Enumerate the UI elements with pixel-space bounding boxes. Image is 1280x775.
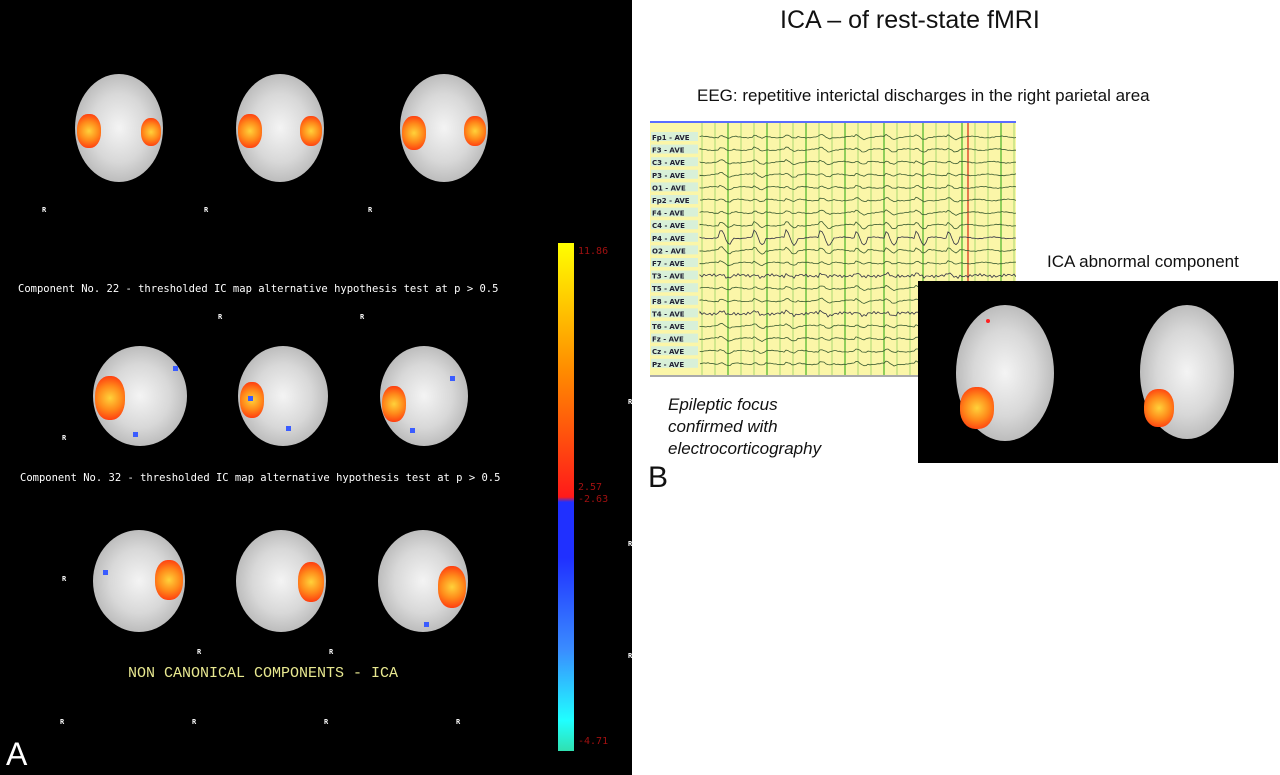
colorbar-min-label: -4.71 — [578, 736, 609, 747]
channel-label-bg — [651, 283, 698, 293]
brain-slice — [75, 74, 163, 182]
colorbar — [558, 243, 574, 751]
brain-slice — [1140, 305, 1234, 439]
channel-label: Cz - AVE — [652, 348, 684, 356]
channel-label-bg — [651, 169, 698, 179]
channel-label: T5 - AVE — [652, 285, 685, 293]
channel-label-bg — [651, 321, 698, 330]
r-marker: R — [329, 648, 334, 656]
channel-label-bg — [651, 295, 698, 305]
eeg-trace — [699, 260, 1016, 267]
focus-line-3: electrocorticography — [668, 439, 822, 458]
brain-slice — [956, 305, 1054, 441]
channel-label: C3 - AVE — [652, 159, 685, 167]
colorbar-pos-threshold-label: 2.57 — [578, 482, 603, 493]
eeg-caption: EEG: repetitive interictal discharges in… — [697, 86, 1150, 105]
component-22-caption: Component No. 22 - thresholded IC map al… — [18, 283, 499, 295]
channel-label-bg — [651, 132, 698, 141]
channel-label-bg — [651, 207, 698, 217]
focus-line-1: Epileptic focus — [668, 395, 778, 414]
brain-slice — [236, 74, 324, 182]
ica-abnormal-component-images — [918, 281, 1278, 463]
channel-label: Pz - AVE — [652, 361, 684, 369]
r-marker: R — [360, 313, 365, 321]
r-marker: R — [62, 575, 67, 583]
channel-label: F4 - AVE — [652, 210, 685, 218]
channel-label: Fz - AVE — [652, 336, 684, 344]
channel-label: T3 - AVE — [652, 273, 685, 281]
component-32-caption: Component No. 32 - thresholded IC map al… — [20, 472, 501, 484]
channel-label-bg — [651, 157, 698, 167]
channel-label: C4 - AVE — [652, 222, 685, 230]
r-marker: R — [42, 206, 47, 214]
colorbar-max-label: 11.86 — [578, 246, 609, 257]
eeg-trace — [699, 220, 1016, 230]
channel-label-bg — [651, 182, 698, 192]
eeg-trace — [699, 171, 1016, 179]
eeg-trace — [699, 133, 1016, 141]
brain-slice — [238, 346, 328, 446]
eeg-trace — [699, 184, 1016, 191]
channel-label-bg — [651, 245, 698, 255]
eeg-trace — [699, 209, 1016, 216]
channel-label-bg — [651, 232, 698, 242]
channel-label-bg — [651, 144, 698, 154]
r-marker: R — [197, 648, 202, 656]
eeg-trace — [699, 246, 1016, 255]
channel-label: Fp2 - AVE — [652, 197, 690, 205]
eeg-trace — [699, 146, 1016, 153]
channel-label: F7 - AVE — [652, 260, 685, 268]
r-marker: R — [628, 540, 633, 548]
eeg-trace-panel: Fp1 - AVE F3 - AVE C3 - AVE P3 - AVE O1 - AV… — [650, 121, 1016, 377]
brain-slice — [93, 530, 185, 632]
channel-label: T4 - AVE — [652, 310, 685, 318]
panel-b-label: B — [648, 461, 669, 494]
r-marker: R — [192, 718, 197, 726]
channel-label-bg — [651, 346, 698, 356]
r-marker: R — [628, 652, 633, 660]
brain-slice — [380, 346, 468, 446]
channel-label-bg — [651, 308, 698, 318]
panel-a-ica-maps: Component No. 22 - thresholded IC map al… — [0, 0, 632, 775]
channel-label-bg — [651, 220, 698, 230]
channel-label: Fp1 - AVE — [652, 134, 690, 142]
eeg-trace — [699, 228, 1016, 247]
channel-label: P4 - AVE — [652, 235, 685, 243]
channel-label-bg — [651, 333, 698, 343]
r-marker: R — [62, 434, 67, 442]
non-canonical-components-title: NON CANONICAL COMPONENTS - ICA — [128, 665, 399, 682]
channel-label: F3 - AVE — [652, 147, 685, 155]
channel-label: F8 - AVE — [652, 298, 685, 306]
eeg-trace — [699, 158, 1016, 166]
channel-label: P3 - AVE — [652, 172, 685, 180]
panel-a-label: A — [6, 736, 28, 772]
ica-component-caption: ICA abnormal component — [1047, 252, 1239, 271]
brain-slice — [400, 74, 488, 182]
channel-label-bg — [651, 358, 698, 368]
channel-label: O1 - AVE — [652, 184, 686, 192]
eeg-traces: Fp1 - AVE F3 - AVE C3 - AVE P3 - AVE O1 - AV… — [651, 123, 1016, 375]
eeg-trace — [699, 196, 1016, 203]
r-marker: R — [628, 398, 633, 406]
channel-label-bg — [651, 195, 698, 204]
brain-slice — [378, 530, 468, 632]
channel-label-bg — [651, 270, 698, 280]
r-marker: R — [60, 718, 65, 726]
colorbar-neg-threshold-label: -2.63 — [578, 494, 609, 505]
brain-slice — [93, 346, 187, 446]
channel-label: T6 - AVE — [652, 323, 685, 331]
figure-title: ICA – of rest-state fMRI — [780, 6, 1040, 34]
r-marker: R — [324, 718, 329, 726]
epileptic-focus-note: Epileptic focus confirmed with electroco… — [668, 394, 821, 460]
r-marker: R — [456, 718, 461, 726]
r-marker: R — [218, 313, 223, 321]
r-marker: R — [204, 206, 209, 214]
r-marker: R — [368, 206, 373, 214]
focus-line-2: confirmed with — [668, 417, 778, 436]
channel-label: O2 - AVE — [652, 247, 686, 255]
eeg-trace — [699, 271, 1016, 280]
channel-label-bg — [651, 258, 698, 267]
brain-slice — [236, 530, 326, 632]
